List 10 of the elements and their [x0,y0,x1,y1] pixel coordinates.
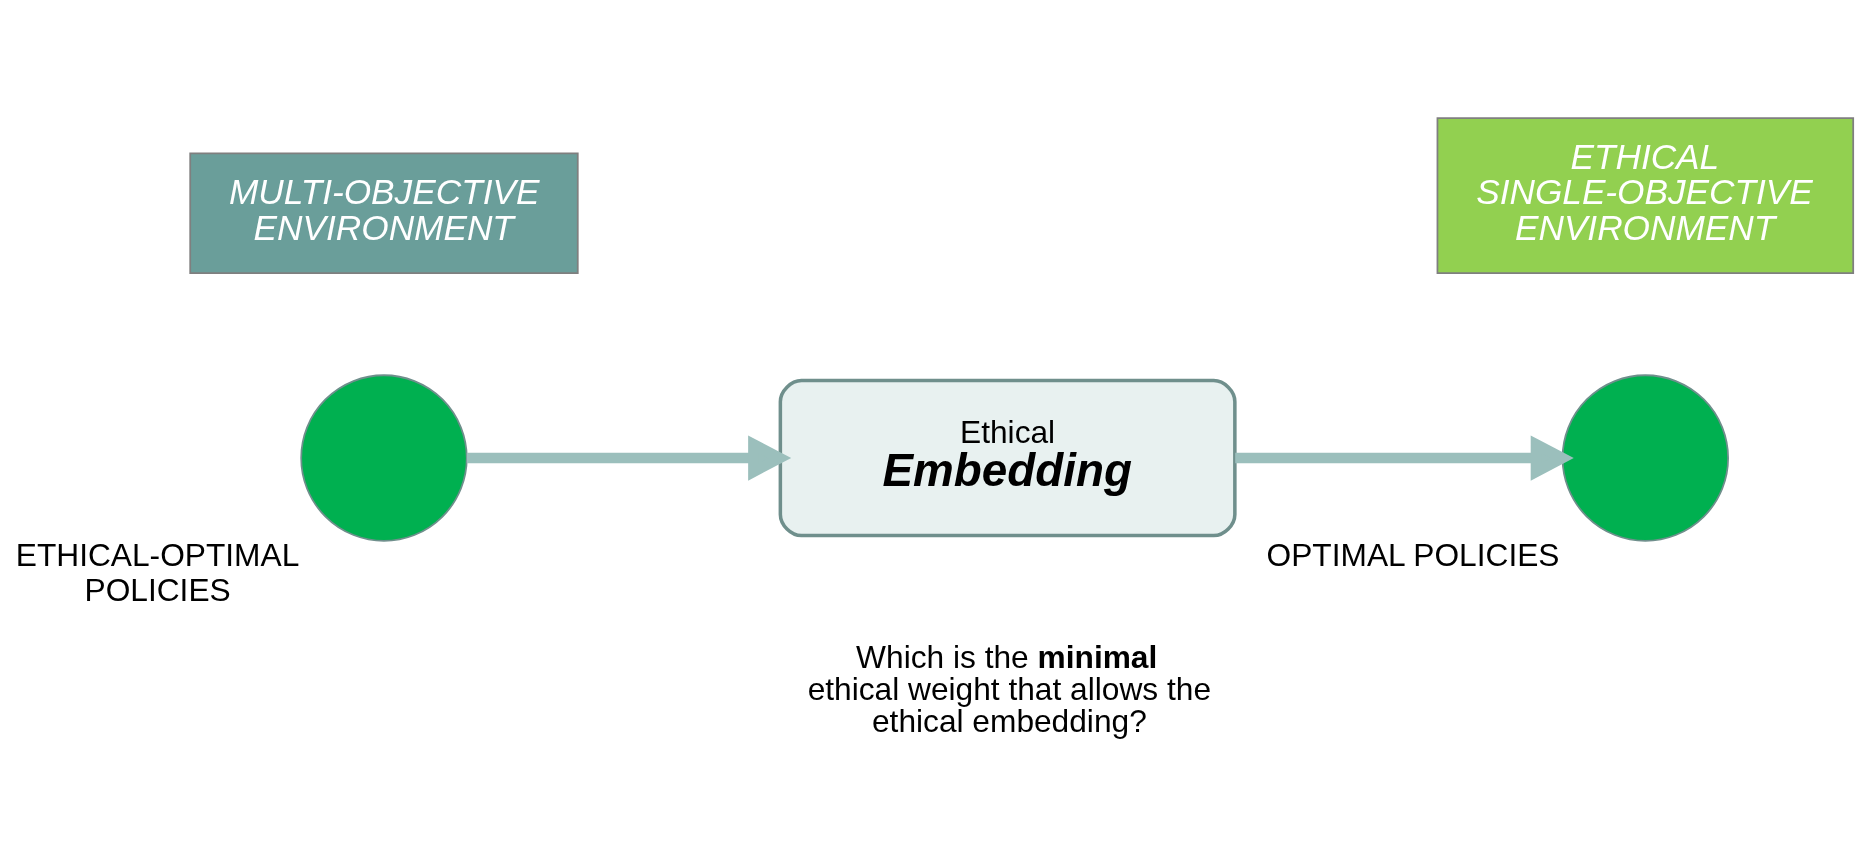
node-box: ETHICAL SINGLE-OBJECTIVE ENVIRONMENT [1436,117,1855,274]
node-box: MULTI-OBJECTIVE ENVIRONMENT [189,152,579,274]
node-label: OPTIMAL POLICIES [1266,537,1560,574]
arrow [466,435,792,481]
node-circle [300,374,468,542]
node-circle [1561,374,1729,542]
label: Which is the minimal ethical weight that allows the ethical embedding? [807,639,1212,739]
node-label: ETHICAL-OPTIMAL POLICIES [15,537,300,609]
arrow [1235,435,1574,481]
node-box: Ethical Embedding [778,378,1237,538]
